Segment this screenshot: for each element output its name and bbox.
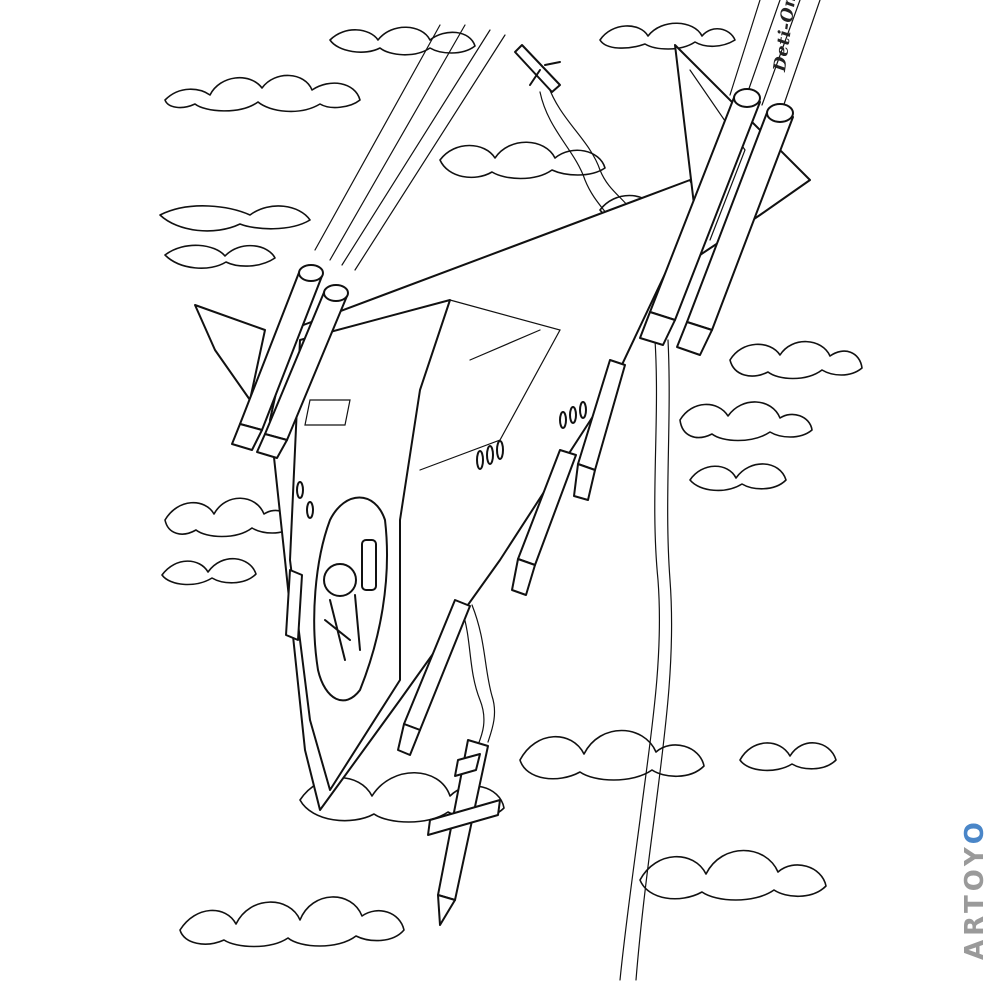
fighter-jet [195, 45, 810, 810]
engine-pods [232, 89, 793, 458]
cloud-left-mid [165, 245, 275, 268]
cloud-bottom-left [180, 897, 404, 947]
jet-pilot [324, 540, 376, 660]
brand-watermark: ARTOYO [960, 818, 990, 960]
cloud-top-right [600, 23, 735, 49]
brand-watermark-accent: O [960, 818, 990, 845]
cloud-mid-upper [440, 142, 605, 178]
underwing-ordnance [286, 360, 625, 755]
bomb-3 [398, 600, 470, 755]
engine-left-outer [232, 265, 323, 450]
cloud-bottom-middle [300, 773, 504, 822]
missile-lower [428, 740, 500, 925]
cloud-right-lower-2 [690, 464, 786, 490]
jet-cockpit-canopy [314, 498, 387, 701]
bomb-1 [574, 360, 625, 500]
cloud-bottom-right-2 [640, 851, 826, 901]
missile-upper [515, 45, 560, 92]
engine-right-outer [640, 89, 760, 345]
smoke-trail-long [620, 340, 659, 980]
bomb-2 [512, 450, 576, 595]
cloud-top-middle [330, 27, 475, 55]
missile-flame-trail [462, 610, 484, 745]
cloud-right-lower-1 [680, 402, 812, 441]
cloud-left-lower-1 [165, 498, 294, 536]
cloud-top-left [165, 75, 360, 111]
speed-lines [315, 0, 820, 270]
cloud-bottom-right-1 [520, 731, 704, 781]
cloud-right-mid [730, 342, 862, 379]
cloud-layer [160, 23, 862, 946]
jet-vents [297, 402, 586, 518]
engine-left-inner [257, 285, 348, 458]
smoke-trails [462, 85, 672, 980]
cloud-left-lower-2 [162, 559, 256, 585]
brand-watermark-main: ARTOY [960, 844, 990, 960]
engine-right-inner [677, 104, 793, 355]
cloud-left-streaks [160, 206, 310, 231]
cloud-bottom-right-3 [740, 743, 836, 771]
bomb-4 [286, 570, 302, 640]
